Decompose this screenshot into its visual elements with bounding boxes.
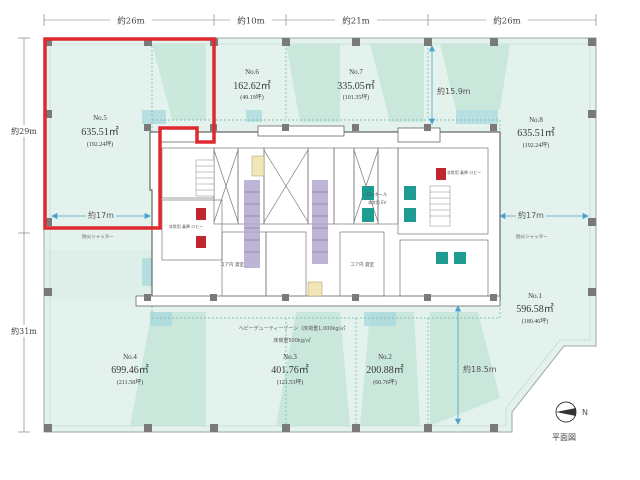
core-storage-1-label: コア内 貸室 <box>220 261 244 268</box>
svg-text:(49.19坪): (49.19坪) <box>240 93 264 101</box>
core-storage-2-label: コア内 貸室 <box>350 261 374 268</box>
shutter-left-label: 防火シャッター <box>82 233 114 240</box>
unit-2: No.2 200.88㎡ (60.76坪) <box>366 353 404 386</box>
lobby-right-label: 非常用 乗降 ロビー <box>447 169 482 175</box>
svg-text:635.51㎡: 635.51㎡ <box>81 126 119 138</box>
svg-text:No.1: No.1 <box>528 292 542 300</box>
svg-text:(192.24坪): (192.24坪) <box>87 140 114 148</box>
svg-text:335.05㎡: 335.05㎡ <box>337 80 375 92</box>
svg-text:(211.58坪): (211.58坪) <box>117 378 143 386</box>
dim-left-2: 約31m <box>8 325 42 337</box>
svg-text:635.51㎡: 635.51㎡ <box>517 127 555 139</box>
measure-left-17: 約17m <box>86 209 116 221</box>
dim-top-3: 約21m <box>335 14 377 27</box>
plan-title: 平面図 <box>552 433 576 442</box>
svg-text:No.8: No.8 <box>529 116 543 124</box>
heavy-duty-label: ヘビーデューティーゾーン（床荷重1,000kg/㎡ <box>239 325 346 332</box>
light-zones <box>44 44 510 426</box>
svg-text:No.3: No.3 <box>283 353 297 361</box>
svg-text:No.7: No.7 <box>349 68 363 76</box>
selected-unit-highlight <box>43 37 216 230</box>
svg-text:約10m: 約10m <box>237 16 264 27</box>
svg-text:No.4: No.4 <box>123 353 137 361</box>
lobby-left-label: 非常用 乗降 ロビー <box>169 223 204 229</box>
svg-text:約29m: 約29m <box>11 126 37 136</box>
svg-text:200.88㎡: 200.88㎡ <box>366 364 404 376</box>
svg-text:(180.46坪): (180.46坪) <box>522 317 549 325</box>
unit-3: No.3 401.76㎡ (121.53坪) <box>271 353 309 386</box>
dim-top-4: 約26m <box>486 14 528 27</box>
svg-text:約26m: 約26m <box>493 16 520 27</box>
core-walls <box>161 147 489 297</box>
elevators <box>362 186 466 264</box>
ev-hall-label: EV ホール <box>367 192 388 198</box>
svg-text:401.76㎡: 401.76㎡ <box>271 364 309 376</box>
svg-text:(101.35坪): (101.35坪) <box>343 93 370 101</box>
svg-text:約26m: 約26m <box>117 16 144 27</box>
dim-top-1: 約26m <box>110 14 152 27</box>
svg-text:No.2: No.2 <box>378 353 392 361</box>
unit-5: No.5 635.51㎡ (192.24坪) <box>81 114 119 148</box>
measure-18-5: 約18.5m <box>463 364 497 374</box>
svg-text:699.46㎡: 699.46㎡ <box>111 364 149 376</box>
shutter-right-label: 防火シャッター <box>516 233 548 240</box>
svg-text:596.58㎡: 596.58㎡ <box>516 303 554 315</box>
dim-top-2: 約10m <box>230 14 272 27</box>
unit-6: No.6 162.62㎡ (49.19坪) <box>233 68 271 101</box>
svg-text:約17m: 約17m <box>518 210 544 220</box>
svg-text:約21m: 約21m <box>342 16 369 27</box>
unit-8: No.8 635.51㎡ (192.24坪) <box>517 116 555 149</box>
left-dimension-line <box>18 37 30 433</box>
unit-1: No.1 596.58㎡ (180.46坪) <box>516 292 554 325</box>
utility-rooms <box>251 155 323 297</box>
unit-7: No.7 335.05㎡ (101.35坪) <box>337 68 375 101</box>
escape-stairs <box>195 159 451 227</box>
floor-load-label: 床荷重500kg/㎡ <box>273 337 310 344</box>
elevator-label: 非常用 EV <box>368 199 387 205</box>
svg-text:(121.53坪): (121.53坪) <box>277 378 304 386</box>
measure-15-9: 約15.9m <box>437 86 471 96</box>
measure-right-17: 約17m <box>516 209 546 221</box>
unit-4: No.4 699.46㎡ (211.58坪) <box>111 353 149 386</box>
svg-text:No.5: No.5 <box>93 114 107 122</box>
svg-text:(192.24坪): (192.24坪) <box>523 141 550 149</box>
stairs <box>244 180 328 268</box>
svg-text:約17m: 約17m <box>88 210 114 220</box>
svg-text:162.62㎡: 162.62㎡ <box>233 80 271 92</box>
svg-text:N: N <box>582 408 588 417</box>
svg-text:約31m: 約31m <box>11 326 37 336</box>
emergency-elevators <box>196 168 446 248</box>
dim-left-1: 約29m <box>8 125 42 137</box>
compass-icon: N <box>555 401 588 423</box>
svg-text:No.6: No.6 <box>245 68 259 76</box>
svg-text:(60.76坪): (60.76坪) <box>373 378 397 386</box>
